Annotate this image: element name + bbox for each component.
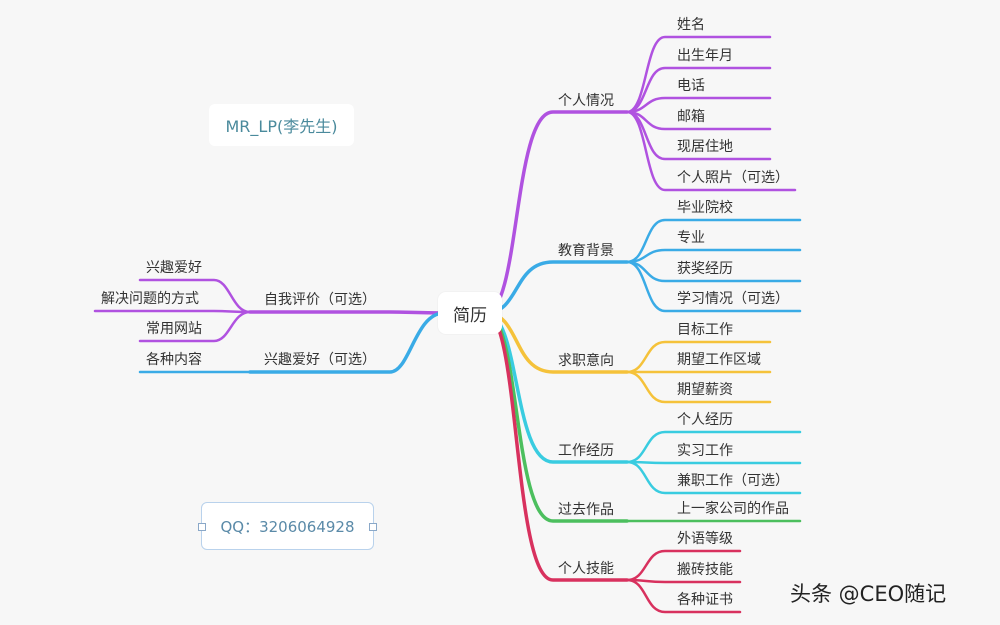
branch-label[interactable]: 个人技能 (558, 561, 614, 577)
resize-handle-left[interactable] (198, 523, 206, 531)
leaf-label[interactable]: 实习工作 (677, 443, 733, 459)
resize-handle-right[interactable] (369, 523, 377, 531)
leaf-label[interactable]: 毕业院校 (677, 200, 733, 216)
leaf-connector (625, 578, 742, 584)
leaf-connector (625, 35, 772, 114)
branch-connector (248, 310, 446, 315)
branch-label[interactable]: 个人情况 (558, 93, 614, 109)
leaf-label[interactable]: 学习情况（可选） (677, 291, 789, 307)
leaf-connector (625, 460, 802, 465)
root-node-label: 简历 (453, 305, 487, 326)
leaf-label[interactable]: 个人经历 (677, 412, 733, 428)
leaf-label[interactable]: 期望薪资 (677, 382, 733, 398)
leaf-label[interactable]: 现居住地 (677, 139, 733, 155)
leaf-connector (93, 309, 252, 314)
branch-label[interactable]: 兴趣爱好（可选） (264, 352, 376, 368)
branch-connector (248, 311, 446, 374)
qq-contact-label: QQ：3206064928 (220, 517, 355, 536)
branch-label[interactable]: 工作经历 (558, 443, 614, 459)
leaf-label[interactable]: 电话 (677, 78, 705, 94)
leaf-label[interactable]: 出生年月 (677, 48, 733, 64)
author-note[interactable]: MR_LP(李先生) (209, 104, 354, 146)
leaf-label[interactable]: 目标工作 (677, 322, 733, 338)
branch-connector (484, 110, 629, 315)
leaf-label[interactable]: 兼职工作（可选） (677, 473, 789, 489)
leaf-label[interactable]: 搬砖技能 (677, 562, 733, 578)
branch-label[interactable]: 过去作品 (558, 502, 614, 518)
leaf-connector (138, 310, 252, 343)
leaf-connector (625, 110, 797, 192)
leaf-label[interactable]: 获奖经历 (677, 261, 733, 277)
leaf-label[interactable]: 兴趣爱好 (146, 260, 202, 276)
leaf-label[interactable]: 邮箱 (677, 109, 705, 125)
leaf-connector (625, 260, 802, 313)
leaf-label[interactable]: 解决问题的方式 (101, 291, 199, 307)
leaf-connector (625, 370, 772, 404)
leaf-connector (625, 218, 802, 264)
leaf-label[interactable]: 各种内容 (146, 352, 202, 368)
leaf-connector (625, 460, 802, 495)
leaf-label[interactable]: 期望工作区域 (677, 352, 761, 368)
leaf-label[interactable]: 外语等级 (677, 531, 733, 547)
qq-contact-box[interactable]: QQ：3206064928 (198, 502, 377, 550)
leaf-label[interactable]: 姓名 (677, 17, 705, 33)
leaf-connector (625, 578, 742, 614)
branch-label[interactable]: 教育背景 (558, 243, 614, 259)
leaf-label[interactable]: 常用网站 (146, 321, 202, 337)
branch-label[interactable]: 求职意向 (558, 353, 614, 369)
leaf-label[interactable]: 专业 (677, 230, 705, 246)
branch-connector (484, 311, 629, 464)
branch-label[interactable]: 自我评价（可选） (264, 292, 376, 308)
leaf-label[interactable]: 上一家公司的作品 (677, 501, 789, 517)
watermark: 头条 @CEO随记 (790, 582, 947, 606)
author-note-label: MR_LP(李先生) (225, 117, 338, 136)
root-node[interactable]: 简历 (438, 292, 502, 334)
leaf-label[interactable]: 个人照片（可选） (677, 170, 789, 186)
leaf-label[interactable]: 各种证书 (677, 592, 733, 608)
